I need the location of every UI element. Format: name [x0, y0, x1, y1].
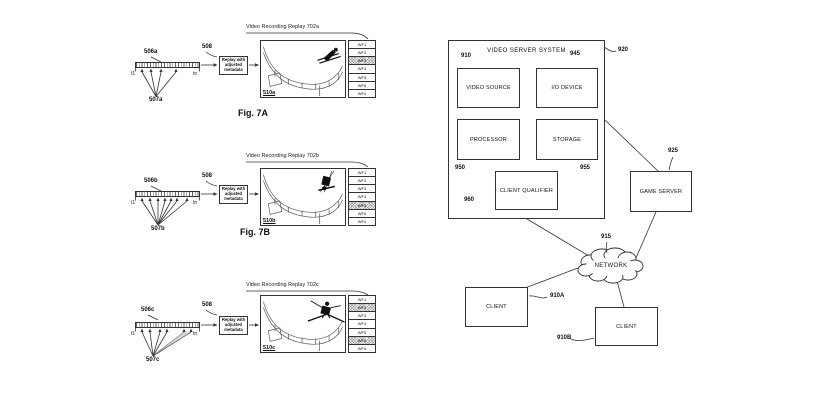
game-server-ref: 925: [668, 148, 679, 154]
timeline-ref-label: 506c: [141, 307, 155, 313]
replay-ref-label: 508: [202, 302, 213, 308]
frame-row: WF3: [349, 312, 375, 321]
replay-ref-label: 508: [202, 173, 213, 179]
replay-box-line: adjusted: [224, 322, 243, 328]
time-end-label: tn: [193, 331, 198, 337]
frame-row: WF6: [349, 82, 375, 90]
video-source-ref: 910: [461, 53, 472, 59]
replay-ref-label: 508: [202, 44, 213, 50]
replay-metadata-box: Replay with adjusted metadata: [219, 316, 248, 335]
client-qualifier-ref: 960: [464, 197, 475, 203]
system-ref-label: 920: [618, 47, 629, 53]
frame-row: WF4: [349, 193, 375, 202]
system-title: VIDEO SERVER SYSTEM: [487, 48, 566, 54]
processor-ref: 950: [455, 165, 466, 171]
network-ref: 915: [601, 234, 612, 240]
frame-row: WF3: [349, 185, 375, 194]
frame-row: WF4: [349, 320, 375, 329]
replay-box-line: metadata: [224, 326, 243, 332]
io-device-ref: 945: [570, 51, 581, 57]
frame-row: WF1: [349, 41, 375, 50]
frame-row: WF5: [349, 74, 375, 82]
replay-box-line: Replay with: [221, 57, 246, 63]
replay-box-line: metadata: [224, 66, 243, 72]
time-start-label: t1: [131, 200, 136, 206]
storage-ref: 955: [580, 165, 591, 171]
time-end-label: tn: [193, 71, 198, 77]
frame-row: WFn: [357, 218, 367, 224]
client-qualifier-box: CLIENT QUALIFIER: [495, 171, 558, 210]
frame-list: WF1 WF2 WF3 WF4 WF5 WF6 WFn: [348, 168, 376, 226]
figure-caption: Fig. 7A: [238, 108, 269, 118]
client-a-box: CLIENT: [465, 287, 528, 327]
frame-row: WF6: [349, 210, 375, 218]
events-ref-label: 507a: [149, 97, 163, 103]
replay-metadata-box: Replay with adjusted metadata: [219, 56, 248, 75]
timeline-bar: [135, 191, 200, 197]
time-start-label: t1: [131, 71, 136, 77]
figure-title: Video Recording Replay 702b: [246, 153, 319, 159]
client-b-box: CLIENT: [595, 307, 658, 346]
frame-row: WF2: [349, 49, 375, 58]
io-device-box: I/O DEVICE: [536, 68, 598, 108]
frame-row: WF5: [349, 329, 375, 337]
frame-row: WF2: [349, 177, 375, 186]
replay-box-line: metadata: [224, 195, 243, 201]
frame-row: WF1: [349, 169, 375, 178]
halfpipe-skier-art: [263, 300, 345, 352]
screen-ref-label: 510a: [263, 90, 276, 96]
frame-row: WF4: [349, 65, 375, 74]
event-wedge: [153, 332, 191, 356]
network-label: NETWORK: [594, 263, 628, 269]
replay-box-line: Replay with: [221, 317, 246, 323]
replay-box-line: Replay with: [221, 186, 246, 192]
storage-box: STORAGE: [536, 119, 598, 160]
halfpipe-skijumper-art: [263, 46, 343, 97]
video-player-screen: 510a: [260, 40, 346, 98]
video-player-screen: 510c: [260, 295, 346, 353]
timeline-bar: [135, 322, 200, 328]
time-start-label: t1: [131, 331, 136, 337]
frame-row: WF5: [349, 201, 375, 210]
ski-jumper-silhouette: [317, 47, 341, 64]
replay-metadata-box: Replay with adjusted metadata: [219, 185, 248, 204]
video-player-screen: 510b: [260, 168, 346, 226]
frame-row: WF1: [349, 296, 375, 305]
frame-row: WF3: [349, 57, 375, 66]
frame-list: WF1 WF2 WF3 WF4 WF5 WF6 WFn: [348, 295, 376, 353]
time-end-label: tn: [193, 200, 198, 206]
frame-row: WFn: [357, 90, 367, 96]
halfpipe-snowboarder-art: [263, 170, 343, 225]
skier-silhouette: [307, 300, 345, 323]
figure-title: Video Recording Replay 702a: [246, 24, 319, 30]
screen-ref-label: 510b: [263, 218, 276, 224]
frame-row: WF6: [349, 336, 375, 345]
timeline-ref-label: 506b: [144, 178, 158, 184]
timeline-ref-label: 506a: [144, 49, 158, 55]
figure-title: Video Recording Replay 702c: [246, 282, 319, 288]
replay-box-line: adjusted: [224, 191, 243, 197]
events-ref-label: 507b: [151, 226, 165, 232]
snowboarder-silhouette: [318, 170, 336, 193]
frame-row: WFn: [357, 345, 367, 351]
video-source-box: VIDEO SOURCE: [457, 68, 520, 108]
game-server-box: GAME SERVER: [630, 171, 692, 212]
client-a-ref: 910A: [550, 293, 565, 299]
replay-box-line: adjusted: [224, 62, 243, 68]
frame-list: WF1 WF2 WF3 WF4 WF5 WF6 WFn: [348, 40, 376, 98]
frame-row: WF2: [349, 304, 375, 313]
screen-ref-label: 510c: [263, 345, 276, 351]
timeline-bar: [135, 62, 200, 68]
events-ref-label: 507c: [146, 357, 160, 363]
processor-box: PROCESSOR: [457, 119, 520, 160]
figure-caption: Fig. 7B: [240, 227, 271, 237]
client-b-ref: 910B: [557, 335, 572, 341]
